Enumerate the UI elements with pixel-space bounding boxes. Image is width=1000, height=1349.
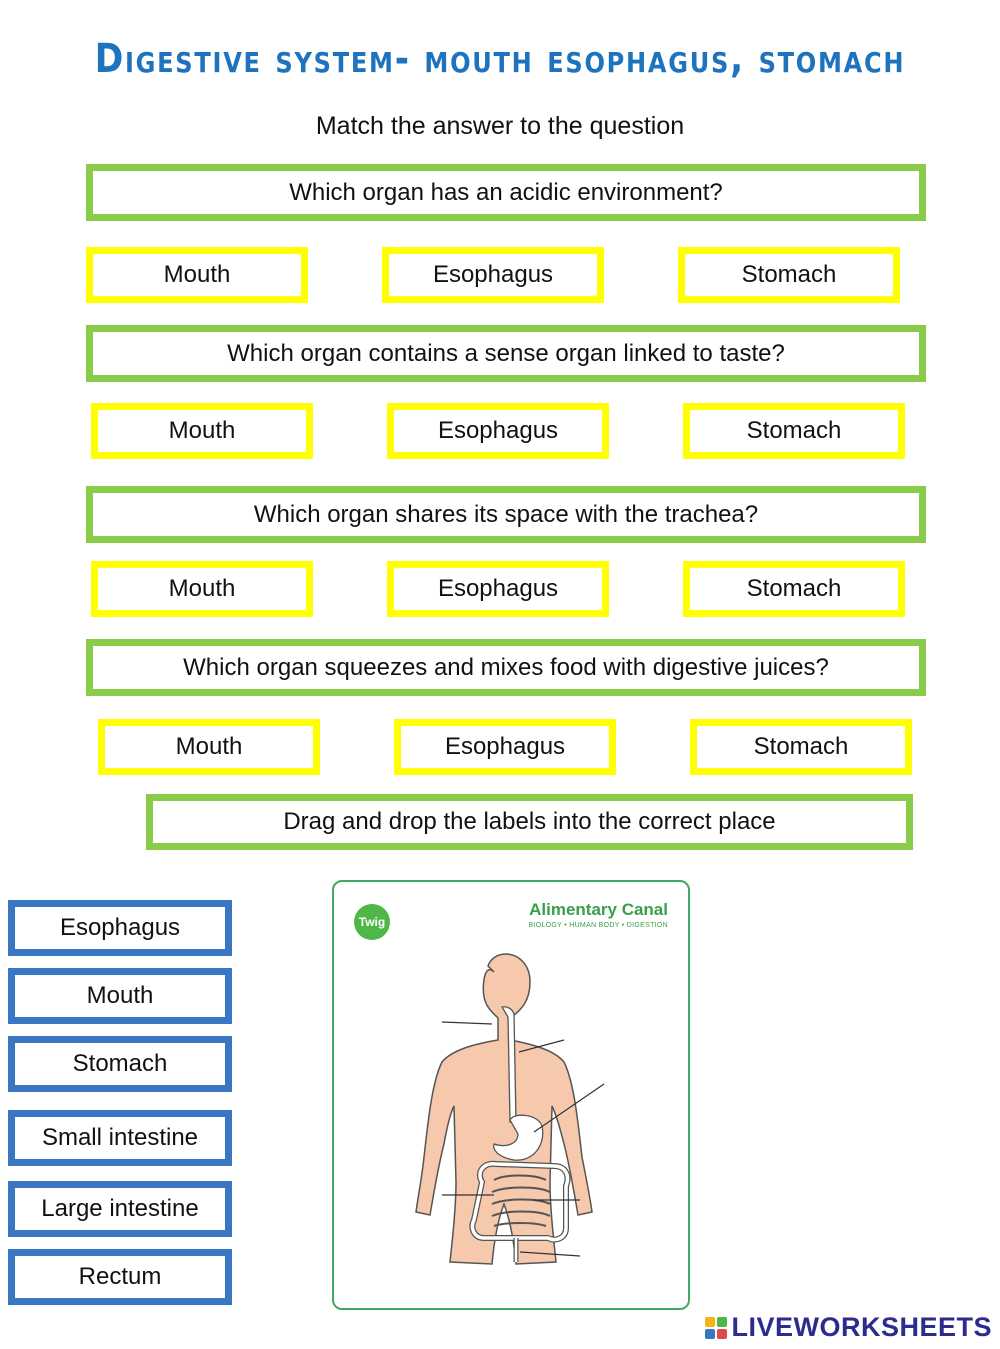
small-intestine-shape bbox=[491, 1174, 551, 1227]
human-body-illustration bbox=[415, 953, 605, 1265]
q4-option-mouth[interactable]: Mouth bbox=[98, 719, 320, 775]
drag-label-stomach[interactable]: Stomach bbox=[8, 1036, 232, 1092]
worksheet-title: Digestive system- mouth esophagus, stoma… bbox=[94, 36, 906, 82]
branding-text: LIVEWORKSHEETS bbox=[731, 1312, 992, 1342]
q3-option-mouth[interactable]: Mouth bbox=[91, 561, 313, 617]
drag-label-large-intestine[interactable]: Large intestine bbox=[8, 1181, 232, 1237]
question-4: Which organ squeezes and mixes food with… bbox=[86, 639, 926, 696]
liveworksheets-logo-icon bbox=[705, 1316, 728, 1339]
q2-option-mouth[interactable]: Mouth bbox=[91, 403, 313, 459]
q3-option-esophagus[interactable]: Esophagus bbox=[387, 561, 609, 617]
stomach-shape bbox=[493, 1114, 544, 1161]
q4-option-esophagus[interactable]: Esophagus bbox=[394, 719, 616, 775]
q3-option-stomach[interactable]: Stomach bbox=[683, 561, 905, 617]
drag-label-rectum[interactable]: Rectum bbox=[8, 1249, 232, 1305]
drag-instruction: Drag and drop the labels into the correc… bbox=[146, 794, 913, 850]
instruction-text: Match the answer to the question bbox=[315, 112, 685, 140]
alimentary-canal-diagram: Twig Alimentary Canal BIOLOGY • HUMAN BO… bbox=[332, 880, 690, 1310]
diagram-title: Alimentary Canal bbox=[529, 900, 668, 919]
q1-option-stomach[interactable]: Stomach bbox=[678, 247, 900, 303]
drag-label-esophagus[interactable]: Esophagus bbox=[8, 900, 232, 956]
question-2-text: Which organ contains a sense organ linke… bbox=[227, 339, 785, 367]
q1-option-esophagus[interactable]: Esophagus bbox=[382, 247, 604, 303]
liveworksheets-branding: LIVEWORKSHEETS bbox=[705, 1312, 992, 1343]
diagram-subtitle: BIOLOGY • HUMAN BODY • DIGESTION bbox=[528, 922, 668, 929]
question-3-text: Which organ shares its space with the tr… bbox=[253, 500, 759, 528]
q2-option-stomach[interactable]: Stomach bbox=[683, 403, 905, 459]
drag-label-small-intestine[interactable]: Small intestine bbox=[8, 1110, 232, 1166]
question-1: Which organ has an acidic environment? bbox=[86, 164, 926, 221]
q1-option-mouth[interactable]: Mouth bbox=[86, 247, 308, 303]
twig-logo: Twig bbox=[354, 904, 390, 940]
drag-label-mouth[interactable]: Mouth bbox=[8, 968, 232, 1024]
question-3: Which organ shares its space with the tr… bbox=[86, 486, 926, 543]
q4-option-stomach[interactable]: Stomach bbox=[690, 719, 912, 775]
question-2: Which organ contains a sense organ linke… bbox=[86, 325, 926, 382]
drag-instruction-text: Drag and drop the labels into the correc… bbox=[283, 808, 776, 835]
pointer-mouth bbox=[441, 1021, 493, 1025]
pointer-esophagus bbox=[518, 1039, 565, 1053]
question-1-text: Which organ has an acidic environment? bbox=[289, 178, 723, 206]
pointer-stomach bbox=[533, 1083, 605, 1133]
pointer-rectum bbox=[519, 1251, 581, 1257]
question-4-text: Which organ squeezes and mixes food with… bbox=[183, 653, 829, 681]
q2-option-esophagus[interactable]: Esophagus bbox=[387, 403, 609, 459]
